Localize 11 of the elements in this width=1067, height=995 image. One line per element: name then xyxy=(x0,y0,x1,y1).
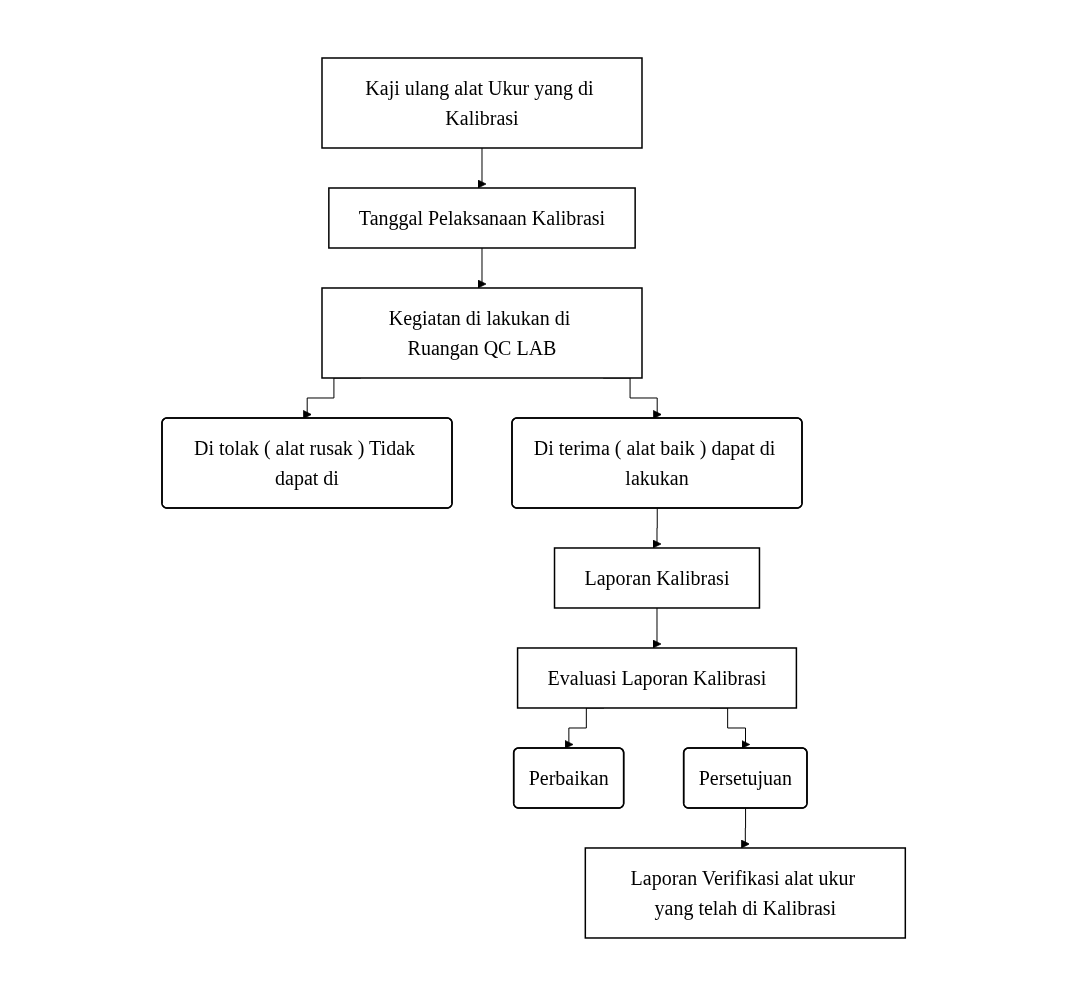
node-box: Kegiatan di lakukan di Ruangan QC LAB xyxy=(321,286,643,379)
node-box: Evaluasi Laporan Kalibrasi xyxy=(516,646,797,709)
arrow xyxy=(652,607,662,648)
arrow xyxy=(652,507,662,548)
arrow xyxy=(740,807,750,848)
arrow xyxy=(477,147,487,188)
node-box: Laporan Kalibrasi xyxy=(553,546,761,609)
arrow xyxy=(477,247,487,288)
node-box: Tanggal Pelaksanaan Kalibrasi xyxy=(327,186,636,249)
node-box: Kaji ulang alat Ukur yang di Kalibrasi xyxy=(321,56,643,149)
node-box: Laporan Verifikasi alat ukur yang telah di Kalibrasi xyxy=(584,846,906,939)
